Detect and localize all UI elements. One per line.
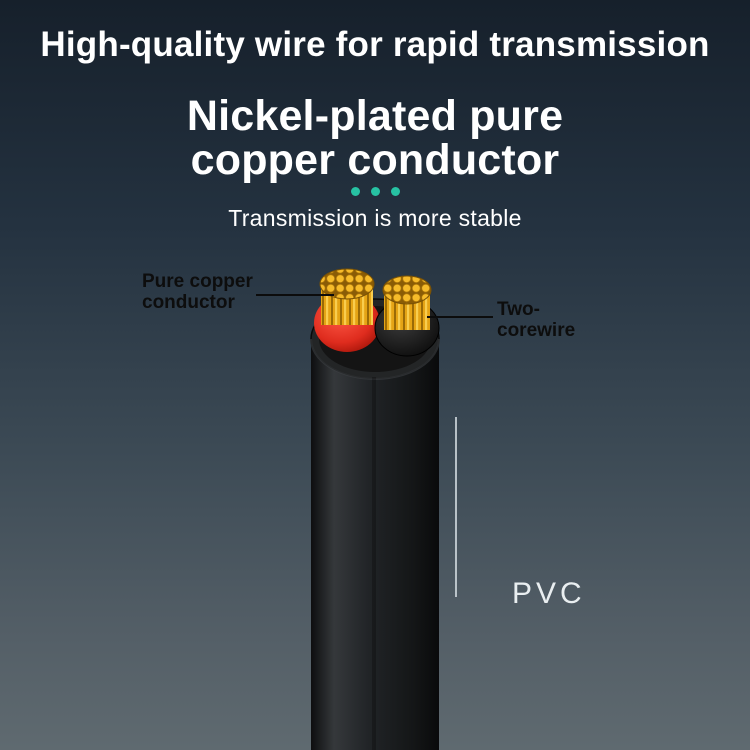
cable-illustration [310,268,440,750]
label-two-core-line1: Two- [497,299,540,320]
main-heading-line2: copper conductor [190,136,560,184]
label-pvc: PVC [512,577,586,610]
label-pure-copper-line2: conductor [142,292,235,313]
main-heading: Nickel-plated pure copper conductor [0,94,750,182]
label-pure-copper-line1: Pure copper [142,271,253,292]
page-title: High-quality wire for rapid transmission [40,25,710,64]
pointer-line-pure-copper [256,294,334,296]
label-pure-copper-conductor: Pure copper conductor [142,271,253,313]
accent-dots [0,187,750,196]
main-heading-line1: Nickel-plated pure [186,92,564,140]
accent-dot [390,187,400,196]
subtitle: Transmission is more stable [228,205,522,231]
right-core [374,275,440,357]
pointer-line-two-core [427,316,493,318]
copper-strands-left [319,268,375,300]
cable-lip-highlight [310,338,440,380]
accent-dot [350,187,360,196]
label-two-corewire: Two- corewire [497,299,575,341]
left-core [314,268,380,352]
copper-strands-right [382,275,432,305]
accent-dot [370,187,380,196]
cable-center-seam [372,377,376,750]
label-two-core-line2: corewire [497,320,576,341]
pointer-line-pvc [455,417,457,597]
cable-body [311,339,439,750]
